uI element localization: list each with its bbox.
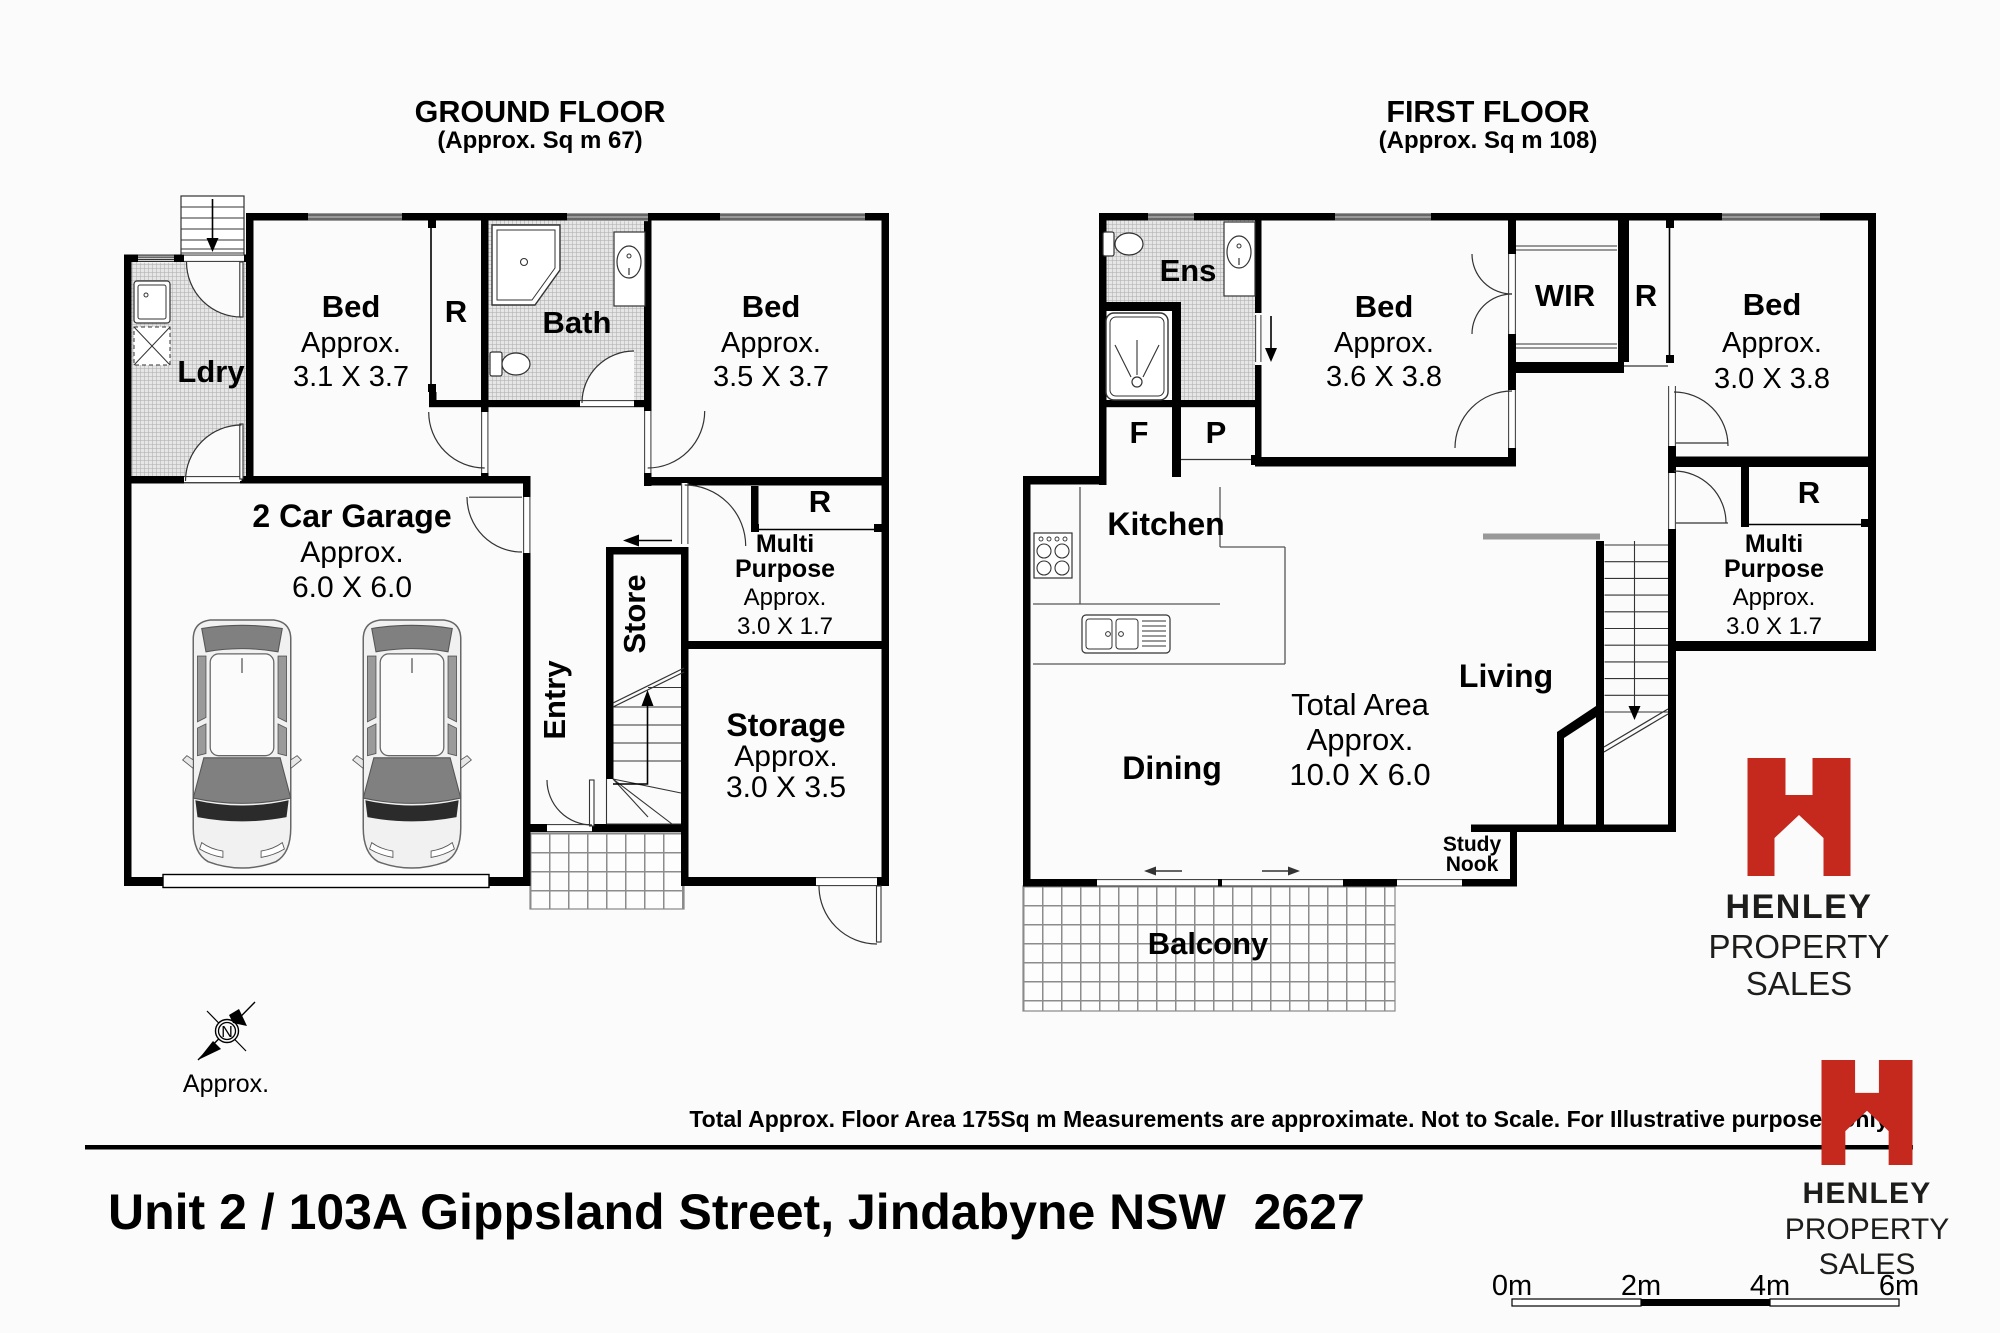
svg-text:Total Approx. Floor Area 175Sq: Total Approx. Floor Area 175Sq m Measure… [689,1106,1888,1132]
svg-text:Study: Study [1443,833,1502,856]
svg-text:Dining: Dining [1122,750,1222,786]
svg-text:(Approx. Sq m 67): (Approx. Sq m 67) [437,127,642,154]
svg-text:Approx.: Approx. [734,740,837,773]
svg-text:PROPERTY: PROPERTY [1709,928,1890,965]
svg-text:SALES: SALES [1746,965,1852,1002]
svg-text:FIRST FLOOR: FIRST FLOOR [1386,95,1589,129]
svg-text:Store: Store [617,574,652,653]
svg-text:(Approx. Sq m 108): (Approx. Sq m 108) [1379,127,1598,154]
svg-text:N: N [221,1024,233,1041]
svg-text:Approx.: Approx. [744,584,827,611]
svg-text:Total Area: Total Area [1291,687,1430,722]
svg-text:2m: 2m [1621,1270,1661,1302]
svg-text:6.0 X 6.0: 6.0 X 6.0 [292,571,412,604]
svg-text:Approx.: Approx. [183,1070,269,1098]
svg-text:3.0 X 3.5: 3.0 X 3.5 [726,771,846,804]
svg-text:Bed: Bed [322,289,381,324]
svg-text:Approx.: Approx. [300,536,403,569]
svg-text:Storage: Storage [726,707,845,743]
svg-text:Ldry: Ldry [177,354,245,389]
svg-text:GROUND FLOOR: GROUND FLOOR [415,95,666,129]
svg-text:3.0 X 1.7: 3.0 X 1.7 [737,613,833,640]
svg-text:Bed: Bed [1355,289,1414,324]
svg-text:Multi: Multi [756,530,814,558]
svg-text:P: P [1206,415,1227,450]
svg-text:PROPERTY: PROPERTY [1785,1213,1950,1246]
svg-text:SALES: SALES [1819,1248,1916,1281]
svg-text:Bed: Bed [1743,287,1802,322]
svg-text:Approx.: Approx. [1307,722,1414,757]
svg-text:3.6 X 3.8: 3.6 X 3.8 [1326,361,1442,393]
svg-text:F: F [1130,415,1149,450]
svg-text:WIR: WIR [1535,278,1595,313]
svg-text:2 Car Garage: 2 Car Garage [252,498,451,534]
svg-text:Kitchen: Kitchen [1107,506,1224,542]
svg-text:Approx.: Approx. [301,327,401,359]
svg-text:Purpose: Purpose [735,555,835,583]
svg-text:3.0 X 1.7: 3.0 X 1.7 [1726,613,1822,640]
svg-text:Ens: Ens [1160,253,1217,288]
svg-text:Approx.: Approx. [1334,327,1434,359]
svg-text:Approx.: Approx. [1733,584,1816,611]
svg-text:Entry: Entry [537,660,572,740]
svg-text:HENLEY: HENLEY [1726,888,1873,926]
svg-text:10.0 X 6.0: 10.0 X 6.0 [1289,757,1430,792]
svg-text:3.5 X 3.7: 3.5 X 3.7 [713,361,829,393]
svg-text:Purpose: Purpose [1724,555,1824,583]
svg-text:0m: 0m [1492,1270,1532,1302]
svg-text:R: R [1635,278,1657,313]
svg-text:Nook: Nook [1446,853,1499,876]
svg-text:Unit 2 / 103A Gippsland Street: Unit 2 / 103A Gippsland Street, Jindabyn… [108,1184,1365,1240]
svg-text:4m: 4m [1750,1270,1790,1302]
svg-text:Balcony: Balcony [1148,926,1269,961]
svg-text:R: R [809,484,831,519]
svg-text:6m: 6m [1879,1270,1919,1302]
svg-text:HENLEY: HENLEY [1803,1177,1932,1210]
svg-text:R: R [445,294,467,329]
svg-text:R: R [1798,475,1820,510]
svg-text:Bath: Bath [543,305,612,340]
svg-text:Approx.: Approx. [721,327,821,359]
svg-text:Approx.: Approx. [1722,327,1822,359]
svg-text:3.0 X 3.8: 3.0 X 3.8 [1714,363,1830,395]
svg-text:3.1 X 3.7: 3.1 X 3.7 [293,361,409,393]
svg-text:Multi: Multi [1745,530,1803,558]
svg-text:Living: Living [1459,658,1553,694]
svg-text:Bed: Bed [742,289,801,324]
